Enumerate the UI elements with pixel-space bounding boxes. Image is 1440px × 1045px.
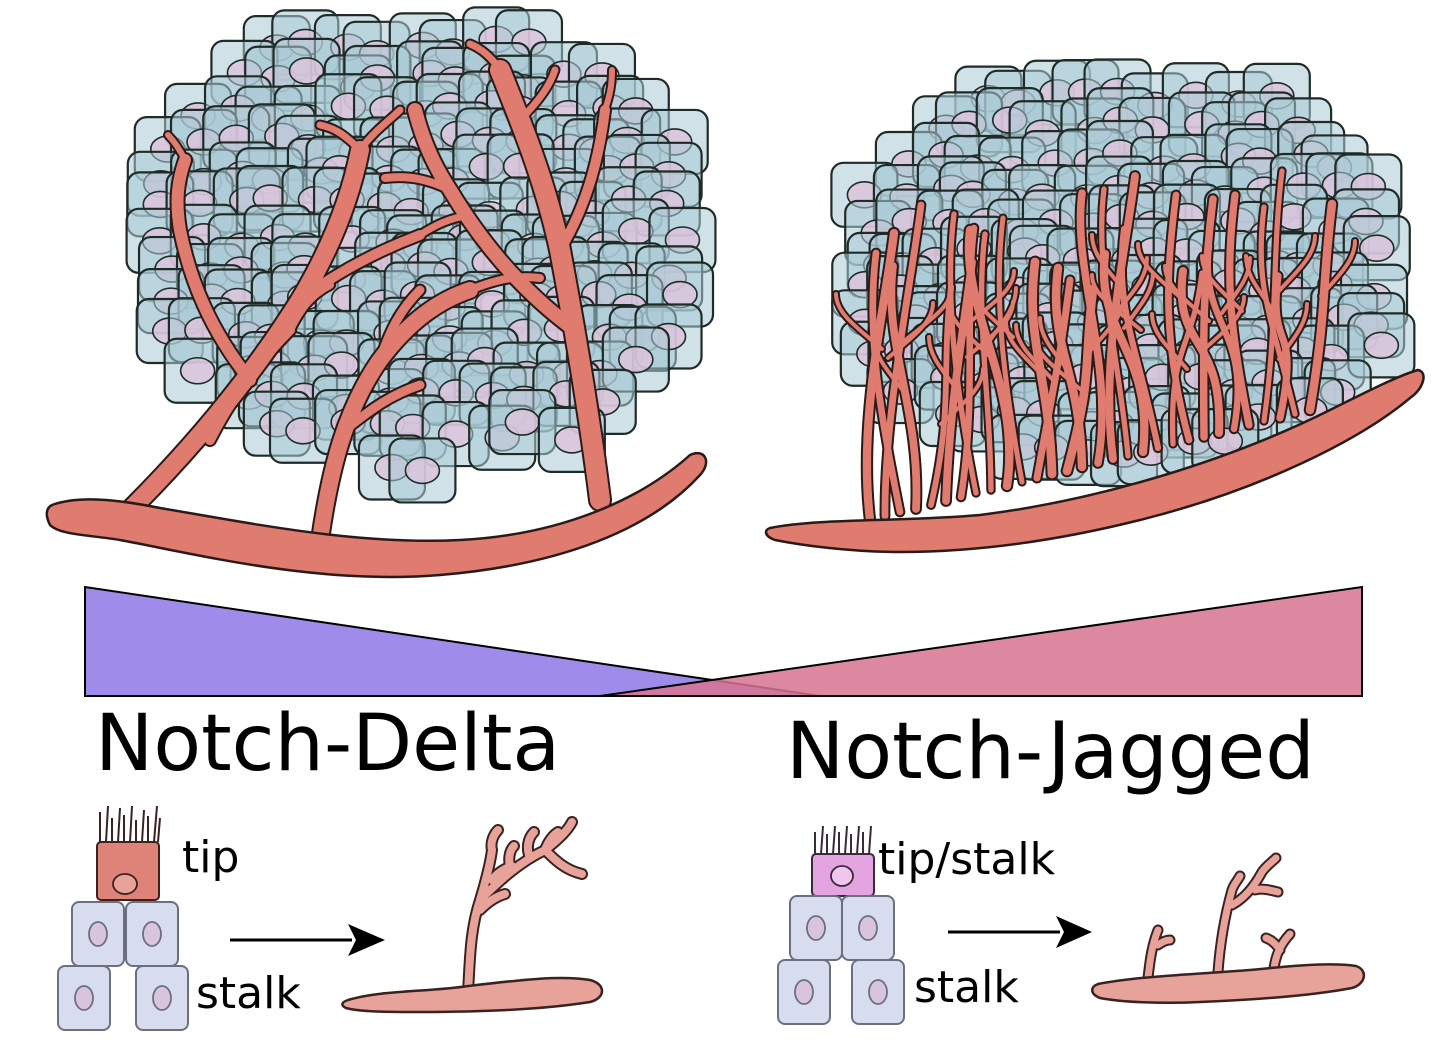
- vessel-branch: [928, 284, 954, 508]
- vessel-branch: [1200, 254, 1244, 313]
- vessel-branch: [1099, 249, 1149, 457]
- vessel-branch: [947, 211, 979, 496]
- vessel-branch: [121, 141, 369, 519]
- vessel-branch: [1199, 195, 1217, 441]
- vessel-branch: [1136, 242, 1184, 301]
- vessel-branch: [286, 281, 334, 334]
- vessel-branch: [316, 121, 364, 154]
- vessel-branch: [996, 215, 1025, 485]
- right-stalk-label: stalk: [914, 962, 1019, 1013]
- vessel-branch: [1220, 256, 1252, 315]
- vessel-branch: [1177, 266, 1224, 438]
- vessel-branch: [1277, 234, 1317, 293]
- tip-cell: [96, 805, 161, 901]
- left-mini-vessel: [341, 816, 604, 1014]
- vessel-branch: [872, 335, 906, 394]
- vessel-branch: [887, 262, 921, 513]
- vessel-branch: [171, 154, 256, 386]
- vessel-branch: [1076, 189, 1106, 467]
- vessel-branch: [555, 105, 610, 255]
- vessel-branch: [466, 273, 544, 294]
- vessel-branch: [869, 249, 904, 516]
- vessel-branch: [165, 132, 188, 163]
- vessel-branch: [1150, 312, 1189, 371]
- vessel-branch: [1004, 320, 1046, 379]
- vessel-branch: [1090, 273, 1143, 332]
- left-tumor-cluster: [125, 6, 717, 504]
- right-mini-vessel: [1091, 852, 1365, 1005]
- vessel-branch: [986, 286, 1018, 345]
- vessel-branch: [516, 66, 559, 124]
- vessel-branch: [964, 225, 1014, 491]
- left-arrow: [230, 924, 385, 956]
- vessel-branch: [1305, 199, 1337, 415]
- jagged-wedge: [599, 585, 1363, 697]
- notch-delta-title: Notch-Delta: [95, 699, 560, 789]
- vessel-branch: [340, 380, 425, 435]
- left-parent-vessel: [45, 452, 708, 579]
- vessel-branch: [466, 40, 504, 74]
- notch-jagged-title: Notch-Jagged: [786, 707, 1315, 797]
- left-stalk-label: stalk: [196, 968, 301, 1019]
- right-parent-vessel: [764, 368, 1425, 554]
- vessel-branch: [1051, 263, 1087, 472]
- tip-stalk-label: tip/stalk: [878, 834, 1056, 885]
- vessel-branch: [1038, 316, 1072, 375]
- vessel-branch: [1014, 323, 1055, 382]
- vessel-branch: [312, 282, 478, 548]
- vessel-branch: [408, 103, 582, 337]
- vessel-branch: [416, 211, 474, 239]
- vessel-branch: [381, 173, 454, 194]
- vessel-branch: [1277, 302, 1309, 361]
- vessel-branch: [927, 335, 961, 394]
- vessel-branch: [1319, 239, 1357, 298]
- right-arrow: [948, 916, 1092, 948]
- hybrid-tip-stalk-cell: [811, 825, 875, 897]
- left-cell-schematic: [57, 805, 189, 1031]
- vessel-branch: [1169, 270, 1205, 447]
- vessel-branch: [602, 67, 615, 113]
- vessel-branch: [946, 298, 990, 357]
- tip-label: tip: [182, 832, 239, 883]
- vessel-branch: [1165, 191, 1193, 444]
- vessel-branch: [978, 231, 994, 493]
- right-cell-schematic: [777, 825, 905, 1025]
- vessel-branch: [375, 285, 425, 365]
- vessel-branch: [1258, 204, 1298, 417]
- vessel-branch: [295, 230, 425, 305]
- left-vessel-network: [45, 38, 708, 579]
- vessel-branch: [356, 106, 404, 154]
- vessel-branch: [205, 325, 295, 445]
- vessel-branch: [1118, 225, 1162, 452]
- right-vessel-network: [764, 166, 1425, 554]
- vessel-branch: [1028, 257, 1057, 479]
